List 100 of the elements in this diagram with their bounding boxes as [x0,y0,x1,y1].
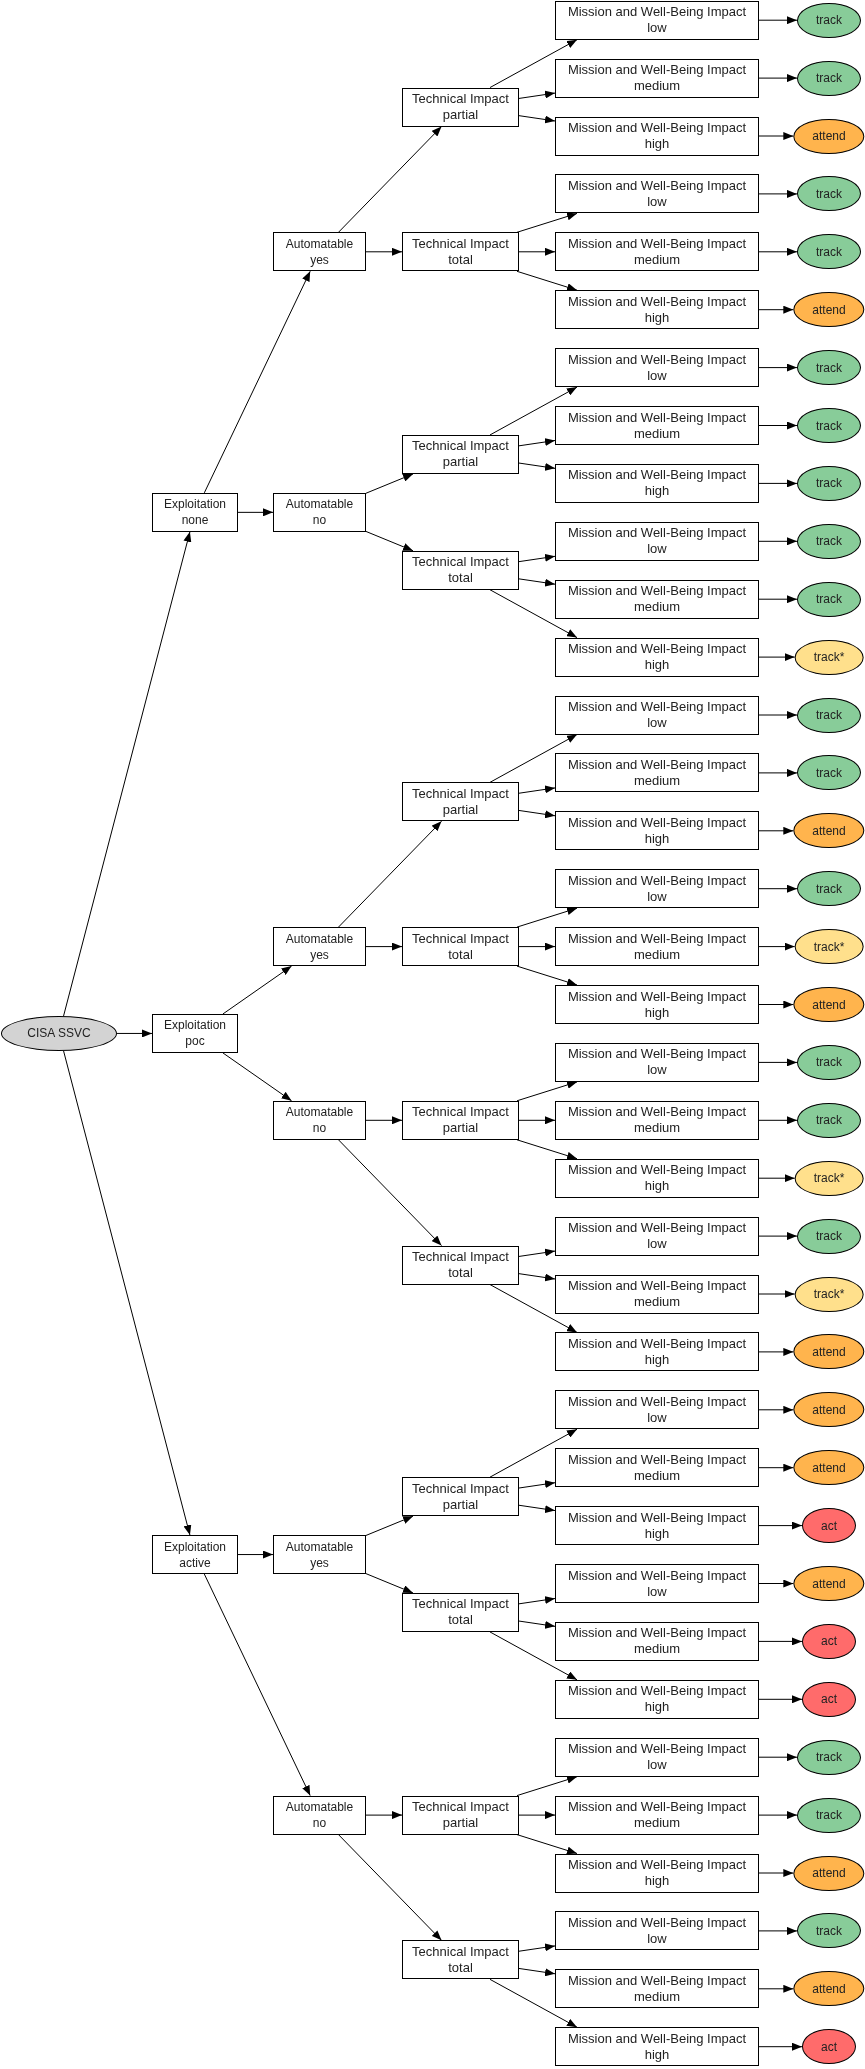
arrow [338,1834,442,1941]
arrow [518,1596,556,1605]
outcome-label: act [821,1633,837,1650]
arrow [758,1811,798,1820]
arrow [518,1620,556,1629]
node-value: medium [633,1641,681,1658]
outcome-label: attend [812,1343,846,1360]
arrow [758,74,798,83]
root-label: CISA SSVC [27,1025,91,1042]
arrow [365,1811,403,1820]
node-label: Technical Impact [412,1596,509,1613]
node-value: medium [633,772,681,789]
node-label: Technical Impact [412,930,509,947]
node-value: medium [633,1988,681,2005]
node-label: Mission and Well-Being Impact [567,177,747,194]
node-label: Mission and Well-Being Impact [567,235,747,252]
outcome-label: track [816,243,842,260]
node-label: Technical Impact [412,1480,509,1497]
outcome-label: track* [813,1170,845,1187]
node-value: medium [633,251,681,268]
outcome-label: track* [813,649,845,666]
arrow [758,1174,796,1183]
arrow [758,653,796,662]
outcome-label: act [821,1691,837,1708]
arrow [516,1775,578,1797]
node-value: total [448,946,473,963]
arrow [758,1579,794,1588]
arrow [758,132,794,140]
node-value: no [312,512,327,529]
node-value: yes [310,251,329,268]
node-value: high [644,1873,670,1889]
node-value: low [647,1757,667,1774]
arrow [489,1428,578,1478]
node-box [273,1795,366,1835]
outcome-label: track [816,359,842,376]
arrow [758,16,798,25]
outcome-ellipse [794,639,864,675]
node-box [555,1390,759,1430]
arrow [116,1029,153,1038]
arrow [758,942,796,951]
outcome-ellipse [793,1450,865,1486]
outcome-ellipse [794,929,864,965]
node-label: Mission and Well-Being Impact [567,467,747,484]
arrow [489,1978,578,2028]
arrow [758,1058,798,1067]
arrow [518,942,556,951]
arrow [365,942,403,951]
node-value: medium [633,1815,681,1832]
node-label: Mission and Well-Being Impact [567,1162,747,1179]
node-box [555,174,759,214]
node-box [402,927,519,967]
node-value: low [647,888,667,905]
outcome-label: track [816,1054,842,1071]
node-box [555,463,759,503]
node-box [555,1621,759,1661]
arrow [758,247,798,256]
node-label: Mission and Well-Being Impact [567,1046,747,1063]
node-value: partial [442,454,479,471]
arrow [518,462,556,471]
arrow [489,734,578,783]
outcome-label: track [816,185,842,202]
node-value: low [647,715,667,731]
node-box [555,58,759,98]
outcome-label: track [816,1112,842,1129]
outcome-label: track [816,1749,842,1766]
node-label: Technical Impact [412,785,509,802]
outcome-label: attend [812,1575,846,1592]
arrow [758,1695,803,1704]
node-box [555,1274,759,1314]
outcome-label: track* [813,1286,845,1302]
arrow [516,212,578,233]
arrow [758,305,794,314]
node-value: high [644,136,670,152]
node-box [152,1535,238,1575]
node-label: Mission and Well-Being Impact [567,1104,747,1121]
node-value: high [644,2046,670,2063]
node-label: Mission and Well-Being Impact [567,1857,747,1873]
arrow [489,39,578,89]
node-label: Mission and Well-Being Impact [567,1683,747,1700]
arrow [758,1869,794,1877]
node-label: Mission and Well-Being Impact [567,1799,747,1816]
outcome-ellipse [793,813,865,849]
node-box [555,232,759,272]
node-value: total [448,570,473,587]
node-label: Mission and Well-Being Impact [567,699,747,715]
arrow [203,1573,311,1797]
node-label: Exploitation [163,496,226,513]
node-value: high [644,1525,670,1542]
node-value: partial [442,1120,479,1137]
arrow [518,553,556,563]
node-box [402,1795,519,1835]
arrow [758,1637,803,1646]
node-value: low [647,193,667,210]
outcome-label: attend [812,822,846,839]
arrow [758,1347,794,1356]
node-label: Mission and Well-Being Impact [567,351,747,368]
node-label: Technical Impact [412,554,509,571]
outcome-label: act [821,1517,837,1534]
node-label: Technical Impact [412,438,509,455]
node-box [555,1448,759,1488]
